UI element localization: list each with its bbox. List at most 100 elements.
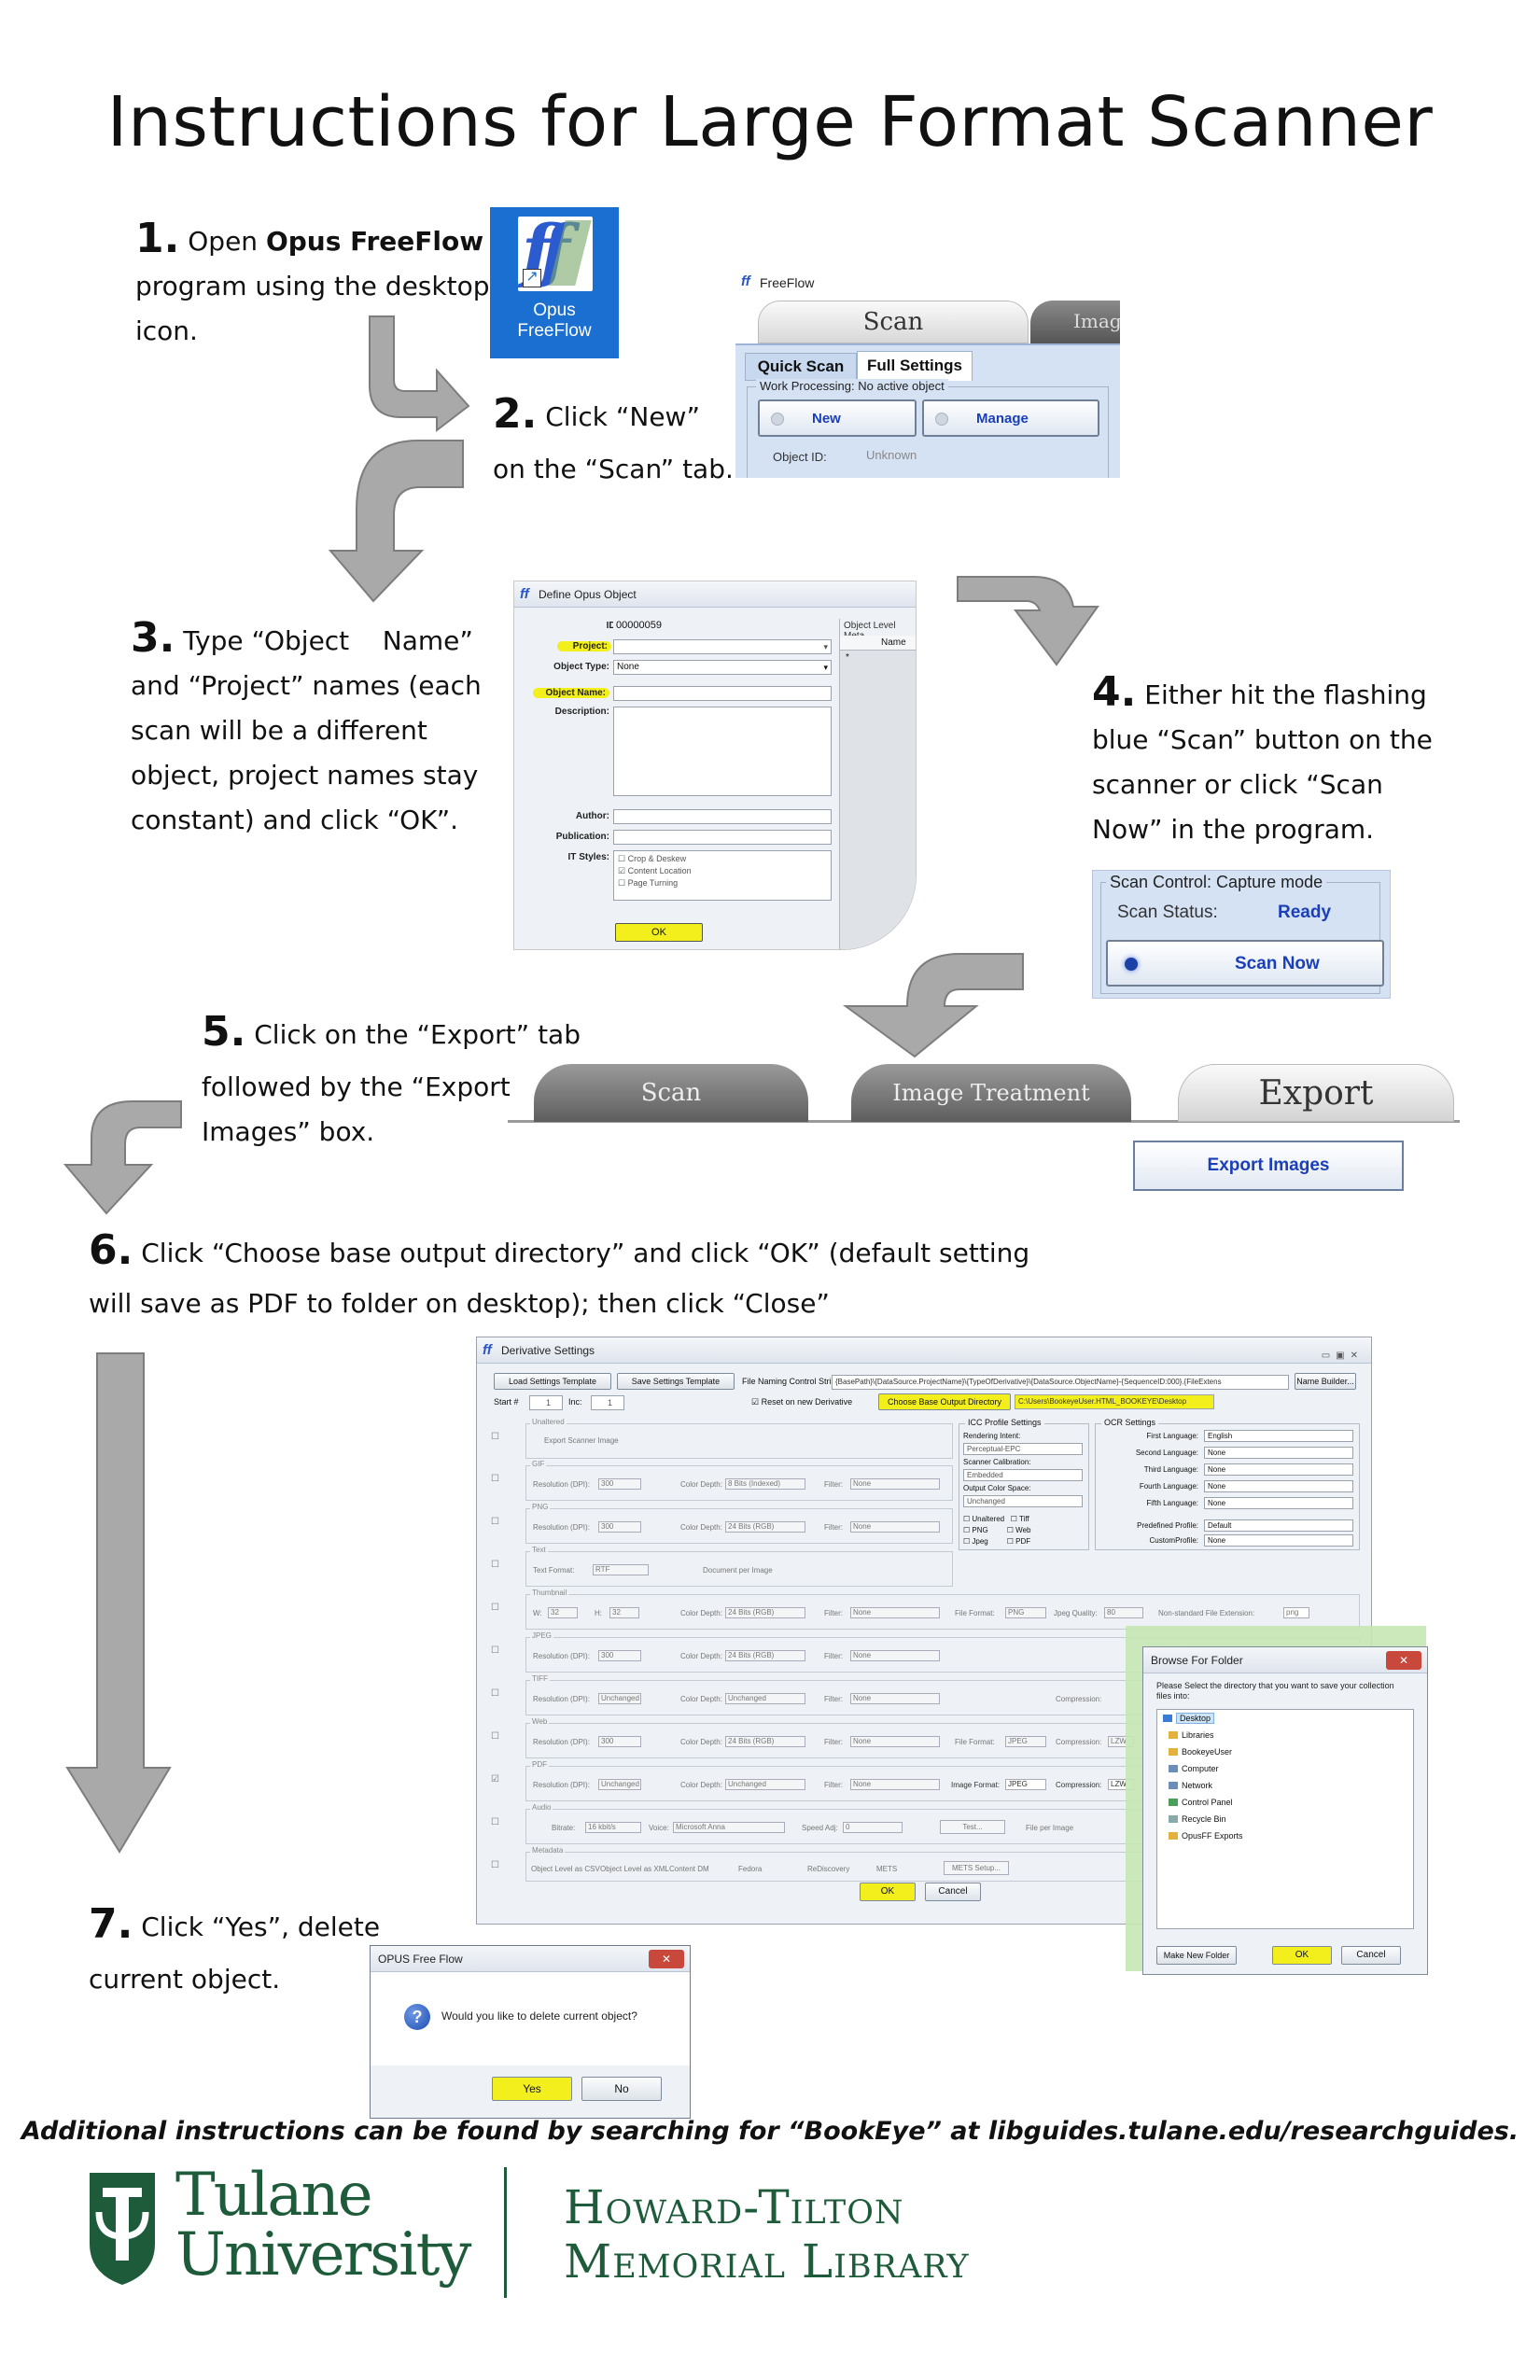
calibration-select[interactable]: Embedded xyxy=(963,1469,1083,1481)
resolution-select[interactable]: 300 xyxy=(598,1736,641,1747)
color-depth-select[interactable]: 24 Bits (RGB) xyxy=(725,1650,805,1661)
save-template-button[interactable]: Save Settings Template xyxy=(617,1373,735,1390)
voice-select[interactable]: Microsoft Anna xyxy=(673,1822,785,1833)
folder-item[interactable]: Recycle Bin xyxy=(1169,1814,1226,1824)
language-select[interactable]: English xyxy=(1204,1430,1353,1442)
it-styles-list[interactable]: ☐ Crop & Deskew ☑ Content Location ☐ Pag… xyxy=(613,850,832,901)
cancel-button[interactable]: Cancel xyxy=(925,1883,981,1901)
filter-select[interactable]: None xyxy=(850,1478,940,1490)
color-space-select[interactable]: Unchanged xyxy=(963,1495,1083,1507)
filter-select[interactable]: None xyxy=(850,1779,940,1790)
inc-stepper[interactable]: 1 xyxy=(591,1395,624,1410)
folder-item[interactable]: Libraries xyxy=(1169,1730,1214,1740)
rendering-intent-select[interactable]: Perceptual-EPC xyxy=(963,1443,1083,1455)
folder-item[interactable]: Network xyxy=(1169,1781,1212,1790)
filter-select[interactable]: None xyxy=(850,1607,940,1618)
group-enable-checkbox[interactable]: ☐ xyxy=(491,1860,499,1870)
author-field[interactable] xyxy=(613,809,832,824)
metadata-option[interactable]: Content DM xyxy=(669,1865,709,1873)
no-button[interactable]: No xyxy=(581,2077,662,2101)
mets-setup-button[interactable]: METS Setup... xyxy=(944,1861,1009,1875)
publication-field[interactable] xyxy=(613,830,832,845)
color-depth-select[interactable]: Unchanged xyxy=(725,1779,805,1790)
new-button[interactable]: New xyxy=(758,399,917,437)
group-enable-checkbox[interactable]: ☐ xyxy=(491,1432,499,1442)
window-controls-icon[interactable]: ▭▣✕ xyxy=(1321,1351,1364,1361)
scan-now-button[interactable]: Scan Now xyxy=(1106,940,1384,987)
custom-profile-select[interactable]: None xyxy=(1204,1534,1353,1547)
filter-select[interactable]: None xyxy=(850,1693,940,1704)
tab-image[interactable]: Image xyxy=(1030,301,1120,343)
start-stepper[interactable]: 1 xyxy=(529,1395,563,1410)
resolution-select[interactable]: Unchanged xyxy=(598,1693,641,1704)
language-select[interactable]: None xyxy=(1204,1497,1353,1509)
naming-string-field[interactable]: {BasePath}\{DataSource.ProjectName}\{Typ… xyxy=(832,1375,1289,1390)
color-depth-select[interactable]: 24 Bits (RGB) xyxy=(725,1607,805,1618)
language-select[interactable]: None xyxy=(1204,1480,1353,1492)
metadata-option[interactable]: ReDiscovery xyxy=(807,1865,850,1873)
group-enable-checkbox[interactable]: ☐ xyxy=(491,1731,499,1742)
group-enable-checkbox[interactable]: ☐ xyxy=(491,1560,499,1570)
name-builder-button[interactable]: Name Builder... xyxy=(1295,1373,1356,1390)
tab-scan[interactable]: Scan xyxy=(758,301,1029,343)
file-format-select[interactable]: PNG xyxy=(1005,1607,1046,1618)
resolution-select[interactable]: Unchanged xyxy=(598,1779,641,1790)
color-depth-select[interactable]: 24 Bits (RGB) xyxy=(725,1521,805,1533)
non-standard-ext-option[interactable]: Non-standard File Extension: xyxy=(1158,1609,1255,1617)
close-icon[interactable]: ✕ xyxy=(1386,1651,1421,1670)
metadata-option[interactable]: Object Level as XML xyxy=(600,1865,669,1873)
load-template-button[interactable]: Load Settings Template xyxy=(494,1373,611,1390)
group-enable-checkbox[interactable]: ☐ xyxy=(491,1645,499,1656)
project-field[interactable]: ▾ xyxy=(613,639,832,654)
group-enable-checkbox[interactable]: ☐ xyxy=(491,1603,499,1613)
object-type-select[interactable]: None▾ xyxy=(613,660,832,675)
style-option[interactable]: ☐ Page Turning xyxy=(618,878,679,888)
resolution-select[interactable]: 300 xyxy=(598,1650,641,1661)
jpeg-quality-stepper[interactable]: 80 xyxy=(1104,1607,1143,1618)
make-new-folder-button[interactable]: Make New Folder xyxy=(1156,1946,1237,1965)
object-name-field[interactable] xyxy=(613,686,832,701)
choose-base-output-directory-button[interactable]: Choose Base Output Directory xyxy=(878,1393,1011,1410)
tab-quick-scan[interactable]: Quick Scan xyxy=(745,353,857,381)
resolution-select[interactable]: 300 xyxy=(598,1521,641,1533)
tab-full-settings[interactable]: Full Settings xyxy=(857,351,973,381)
metadata-option[interactable]: Object Level as CSV xyxy=(531,1865,600,1873)
tab-image-treatment[interactable]: Image Treatment xyxy=(851,1064,1131,1122)
language-select[interactable]: None xyxy=(1204,1463,1353,1476)
tab-export[interactable]: Export xyxy=(1178,1064,1454,1122)
group-enable-checkbox[interactable]: ☐ xyxy=(491,1688,499,1699)
folder-item[interactable]: Desktop xyxy=(1163,1713,1215,1724)
thumb-w-stepper[interactable]: 32 xyxy=(548,1607,578,1618)
style-option[interactable]: ☐ Crop & Deskew xyxy=(618,854,687,863)
text-format-select[interactable]: RTF xyxy=(593,1564,649,1575)
style-option[interactable]: ☑ Content Location xyxy=(618,866,692,875)
metadata-option[interactable]: METS xyxy=(876,1865,898,1873)
language-select[interactable]: None xyxy=(1204,1447,1353,1459)
non-standard-ext-field[interactable]: png xyxy=(1283,1607,1309,1618)
cancel-button[interactable]: Cancel xyxy=(1341,1946,1401,1965)
group-enable-checkbox[interactable]: ☐ xyxy=(491,1474,499,1484)
filter-select[interactable]: None xyxy=(850,1736,940,1747)
tab-scan[interactable]: Scan xyxy=(534,1064,808,1122)
group-enable-checkbox[interactable]: ☐ xyxy=(491,1517,499,1527)
folder-item[interactable]: Control Panel xyxy=(1169,1798,1233,1807)
group-enable-checkbox[interactable]: ☐ xyxy=(491,1817,499,1827)
close-icon[interactable]: ✕ xyxy=(649,1950,684,1968)
ok-button[interactable]: OK xyxy=(1272,1946,1332,1965)
folder-item[interactable]: BookeyeUser xyxy=(1169,1747,1232,1757)
predefined-profile-select[interactable]: Default xyxy=(1204,1519,1353,1532)
output-directory-field[interactable]: C:\Users\BookeyeUser.HTML_BOOKEYE\Deskto… xyxy=(1015,1394,1214,1409)
description-field[interactable] xyxy=(613,707,832,796)
file-format-select[interactable]: JPEG xyxy=(1005,1736,1046,1747)
color-depth-select[interactable]: 8 Bits (Indexed) xyxy=(725,1478,805,1490)
file-per-image-option[interactable]: File per Image xyxy=(1026,1824,1074,1832)
doc-per-image-option[interactable]: Document per Image xyxy=(703,1566,773,1575)
color-depth-select[interactable]: 24 Bits (RGB) xyxy=(725,1736,805,1747)
ok-button[interactable]: OK xyxy=(615,923,703,942)
desktop-icon-opus-freeflow[interactable]: ff ↗ Opus FreeFlow xyxy=(490,207,619,358)
metadata-option[interactable]: Fedora xyxy=(738,1865,763,1873)
folder-item[interactable]: Computer xyxy=(1169,1764,1219,1773)
bitrate-select[interactable]: 16 kbit/s xyxy=(585,1822,641,1833)
speed-stepper[interactable]: 0 xyxy=(843,1822,903,1833)
